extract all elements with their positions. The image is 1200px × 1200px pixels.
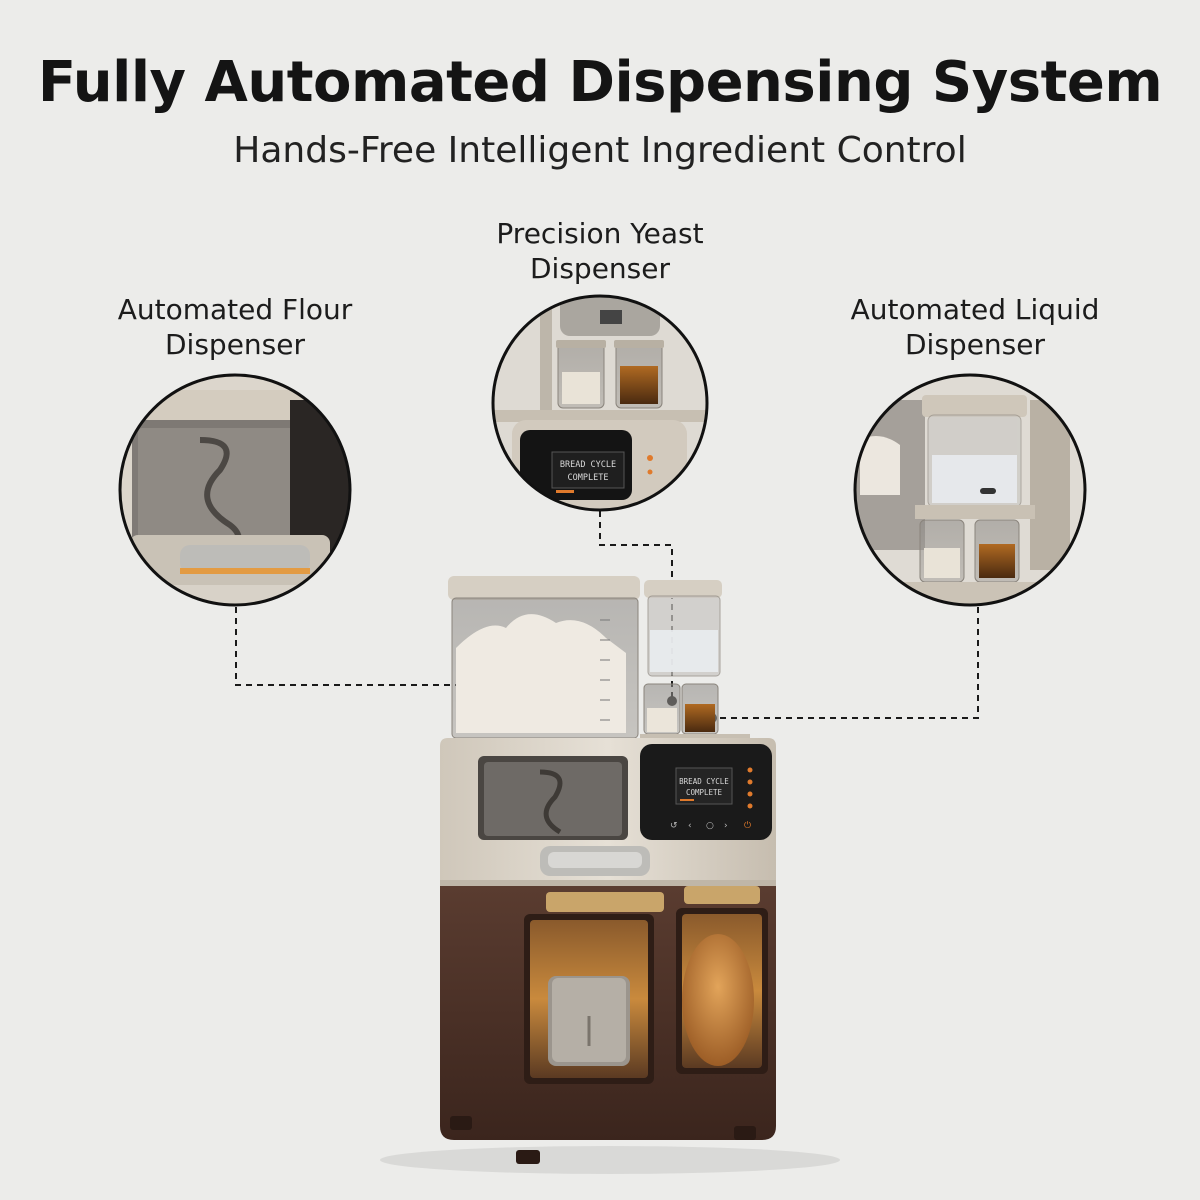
callout-flour-line1: Automated Flour <box>117 293 353 326</box>
display-line1: BREAD CYCLE <box>679 777 729 786</box>
display-line2: COMPLETE <box>686 788 723 797</box>
leader-line-liquid <box>712 607 979 719</box>
zoom-circle-yeast: BREAD CYCLE COMPLETE <box>491 294 709 512</box>
callout-liquid-line2: Dispenser <box>905 328 1045 361</box>
callout-label-yeast: Precision Yeast Dispenser <box>440 216 760 286</box>
zoom-circle-liquid <box>853 373 1087 607</box>
svg-text:‹: ‹ <box>688 821 692 831</box>
callout-yeast-line2: Dispenser <box>530 252 670 285</box>
callout-label-flour: Automated Flour Dispenser <box>80 292 390 362</box>
callout-label-liquid: Automated Liquid Dispenser <box>820 292 1130 362</box>
zoom-circle-flour <box>118 373 352 607</box>
svg-text:↺: ↺ <box>670 821 678 831</box>
svg-text:›: › <box>724 821 728 831</box>
page-title: Fully Automated Dispensing System <box>37 50 1163 115</box>
power-icon: ⏻ <box>744 820 751 831</box>
zoom-display-line1: BREAD CYCLE <box>560 460 616 470</box>
bread-machine: BREAD CYCLE COMPLETE ↺ ‹ ○ › ⏻ <box>380 576 840 1174</box>
leader-line-flour <box>235 607 466 686</box>
callout-liquid-line1: Automated Liquid <box>850 293 1100 326</box>
leader-lines <box>235 511 979 719</box>
callout-flour-line2: Dispenser <box>165 328 305 361</box>
callout-yeast-line1: Precision Yeast <box>496 217 704 250</box>
liquid-tank-icon <box>922 395 1027 508</box>
yeast-jar-icon <box>556 340 606 409</box>
zoom-display-line2: COMPLETE <box>568 473 609 483</box>
leader-line-yeast <box>599 511 673 700</box>
page-subtitle: Hands-Free Intelligent Ingredient Contro… <box>233 130 967 171</box>
flour-container-icon <box>448 576 640 739</box>
svg-text:○: ○ <box>706 821 714 831</box>
